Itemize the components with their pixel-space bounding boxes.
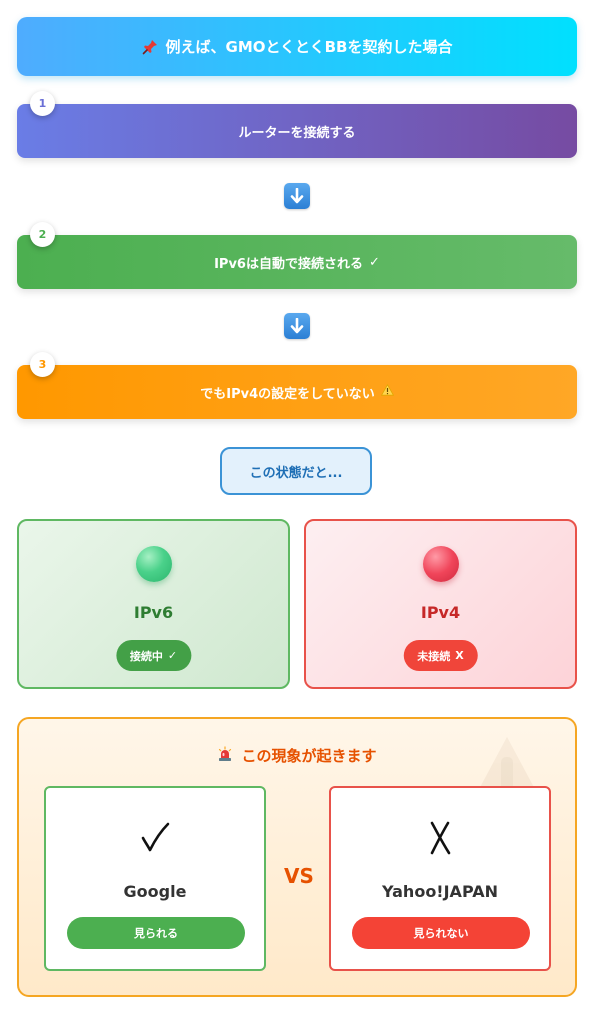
ipv4-label: IPv4	[420, 603, 461, 622]
header-banner: 例えば、GMOとくとくBBを契約した場合	[17, 17, 577, 76]
step-number-badge: 1	[30, 91, 55, 116]
check-mark-icon	[46, 818, 264, 858]
step-2: 2 IPv6は自動で接続される ✓	[17, 222, 577, 289]
phenomenon-panel: この現象が起きます Google 見られる VS Yahoo!JAPAN 見られ…	[17, 717, 577, 997]
cross-mark-icon	[331, 818, 549, 858]
siren-icon	[217, 745, 233, 766]
step-number-badge: 3	[30, 352, 55, 377]
google-card: Google 見られる	[44, 786, 266, 971]
step-text: IPv6は自動で接続される	[214, 256, 363, 272]
arrow-down-icon	[284, 313, 310, 339]
cross-icon: X	[455, 649, 464, 662]
phenomenon-title-text: この現象が起きます	[241, 747, 377, 765]
step-text: でもIPv4の設定をしていない	[200, 386, 375, 402]
ipv4-card: IPv4 未接続 X	[304, 519, 577, 689]
badge-text: 接続中	[129, 649, 163, 663]
green-orb-icon	[135, 546, 172, 582]
yahoo-card: Yahoo!JAPAN 見られない	[329, 786, 551, 971]
step-label: でもIPv4の設定をしていない	[200, 383, 394, 402]
arrow-down-icon	[284, 183, 310, 209]
not-viewable-button: 見られない	[352, 917, 530, 949]
badge-text: 未接続	[417, 649, 451, 663]
step-label: ルーターを接続する	[238, 122, 355, 141]
check-icon: ✓	[167, 649, 178, 662]
google-label: Google	[123, 882, 187, 901]
vs-label: VS	[284, 864, 314, 888]
status-box: この状態だと...	[220, 447, 372, 495]
header-title: 例えば、GMOとくとくBBを契約した場合	[165, 38, 453, 56]
ipv6-card: IPv6 接続中 ✓	[17, 519, 290, 689]
warning-icon	[380, 383, 394, 400]
step-number-badge: 2	[30, 222, 55, 247]
yahoo-label: Yahoo!JAPAN	[382, 882, 498, 901]
viewable-button: 見られる	[67, 917, 245, 949]
phenomenon-title: この現象が起きます	[19, 745, 575, 766]
disconnected-badge: 未接続 X	[403, 640, 478, 671]
connected-badge: 接続中 ✓	[115, 640, 192, 671]
check-icon: ✓	[368, 254, 380, 270]
pushpin-icon	[142, 39, 158, 55]
ipv6-label: IPv6	[133, 603, 174, 622]
red-orb-icon	[422, 546, 459, 582]
step-3: 3 でもIPv4の設定をしていない	[17, 352, 577, 419]
step-1: 1 ルーターを接続する	[17, 91, 577, 158]
step-text: ルーターを接続する	[238, 125, 356, 141]
step-label: IPv6は自動で接続される ✓	[214, 253, 380, 272]
